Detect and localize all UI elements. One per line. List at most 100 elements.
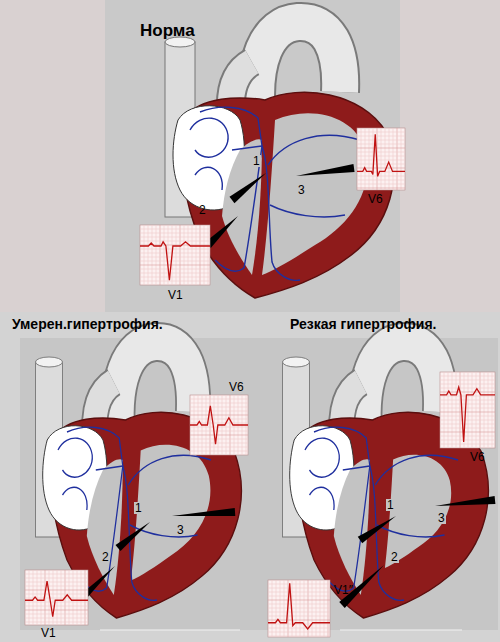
- vena-cava-opening: [36, 357, 63, 367]
- grid-line: [468, 372, 469, 448]
- grid-line: [280, 580, 281, 637]
- grid-line: [156, 225, 157, 285]
- grid-line: [268, 612, 330, 613]
- ecg-inset: [357, 128, 405, 190]
- ecg-trace: [440, 387, 495, 442]
- grid-line: [268, 608, 330, 609]
- grid-line: [357, 188, 405, 189]
- heading: Умерен.гипертрофия.: [12, 317, 163, 331]
- ecg-inset: [25, 570, 88, 625]
- grid-line: [440, 400, 495, 401]
- grid-line: [440, 432, 495, 433]
- grid-line: [190, 439, 248, 440]
- lead-label: V6: [470, 451, 485, 463]
- grid-line: [476, 372, 477, 448]
- ecg-inset: [140, 225, 210, 285]
- grid-line: [25, 582, 88, 583]
- grid-line: [357, 176, 405, 177]
- grid-line: [190, 419, 248, 420]
- grid-line: [300, 580, 301, 637]
- grid-line: [361, 128, 362, 190]
- lead-label: V6: [368, 193, 383, 205]
- grid-line: [25, 578, 88, 579]
- conduction-path: [200, 107, 262, 146]
- grid-line: [25, 614, 88, 615]
- ecg-inset: [268, 580, 330, 637]
- conduction-path: [270, 205, 345, 217]
- grid-line: [190, 435, 248, 436]
- grid-line: [328, 580, 329, 637]
- grid-line: [140, 233, 210, 234]
- grid-line: [440, 380, 495, 381]
- grid-line: [190, 407, 248, 408]
- heading: Резкая гипертрофия.: [290, 317, 437, 331]
- conduction-path: [343, 466, 370, 470]
- conduction-path: [63, 487, 88, 510]
- top-panel: [105, 0, 400, 312]
- grid-line: [320, 580, 321, 637]
- grid-line: [188, 225, 189, 285]
- grid-line: [440, 412, 495, 413]
- conduction-path: [244, 146, 262, 268]
- callout-number: 3: [437, 512, 446, 524]
- conduction-path: [67, 427, 123, 466]
- grid-line: [25, 618, 88, 619]
- grid-line: [268, 632, 330, 633]
- grid-line: [440, 428, 495, 429]
- grid-line: [357, 180, 405, 181]
- grid-line: [448, 372, 449, 448]
- grid-line: [190, 427, 248, 428]
- grid-line: [268, 600, 330, 601]
- heading: Норма: [140, 22, 195, 39]
- grid-line: [268, 584, 330, 585]
- grid-line: [208, 225, 209, 285]
- grid-line: [452, 372, 453, 448]
- grid-line: [140, 281, 210, 282]
- conduction-path: [128, 455, 211, 485]
- grid-line: [389, 128, 390, 190]
- grid-line: [196, 225, 197, 285]
- grid-line: [456, 372, 457, 448]
- grid-line: [190, 411, 248, 412]
- grid-line: [25, 606, 88, 607]
- grid-line: [272, 580, 273, 637]
- grid-line: [316, 580, 317, 637]
- callout-number: 2: [102, 551, 109, 563]
- grid-line: [144, 225, 145, 285]
- grid-line: [357, 160, 405, 161]
- callout-number: 3: [297, 184, 306, 196]
- grid-line: [152, 225, 153, 285]
- grid-line: [357, 156, 405, 157]
- left-ventricle: [385, 455, 451, 568]
- grid-line: [140, 253, 210, 254]
- ecg-inset: [440, 372, 495, 448]
- grid-line: [484, 372, 485, 448]
- grid-line: [160, 225, 161, 285]
- conduction-path: [268, 135, 360, 165]
- grid-line: [268, 616, 330, 617]
- grid-line: [324, 580, 325, 637]
- grid-line: [190, 415, 248, 416]
- electrodes: [77, 164, 495, 608]
- grid-line: [190, 399, 248, 400]
- grid-line: [268, 596, 330, 597]
- electrode-pointer: [115, 522, 150, 551]
- lead-label: V1″: [334, 584, 353, 596]
- ecg-trace: [268, 583, 330, 629]
- grid-line: [440, 404, 495, 405]
- grid-line: [226, 395, 227, 455]
- electrode-pointer: [296, 164, 355, 176]
- grid-line: [184, 225, 185, 285]
- ecg-paper: [190, 395, 248, 455]
- electrode-pointer: [358, 516, 396, 543]
- grid-line: [365, 128, 366, 190]
- grid-line: [268, 624, 330, 625]
- grid-line: [164, 225, 165, 285]
- grid-line: [460, 372, 461, 448]
- underline: [340, 630, 462, 631]
- grid-line: [440, 408, 495, 409]
- grid-line: [284, 580, 285, 637]
- grid-line: [472, 372, 473, 448]
- grid-line: [357, 148, 405, 149]
